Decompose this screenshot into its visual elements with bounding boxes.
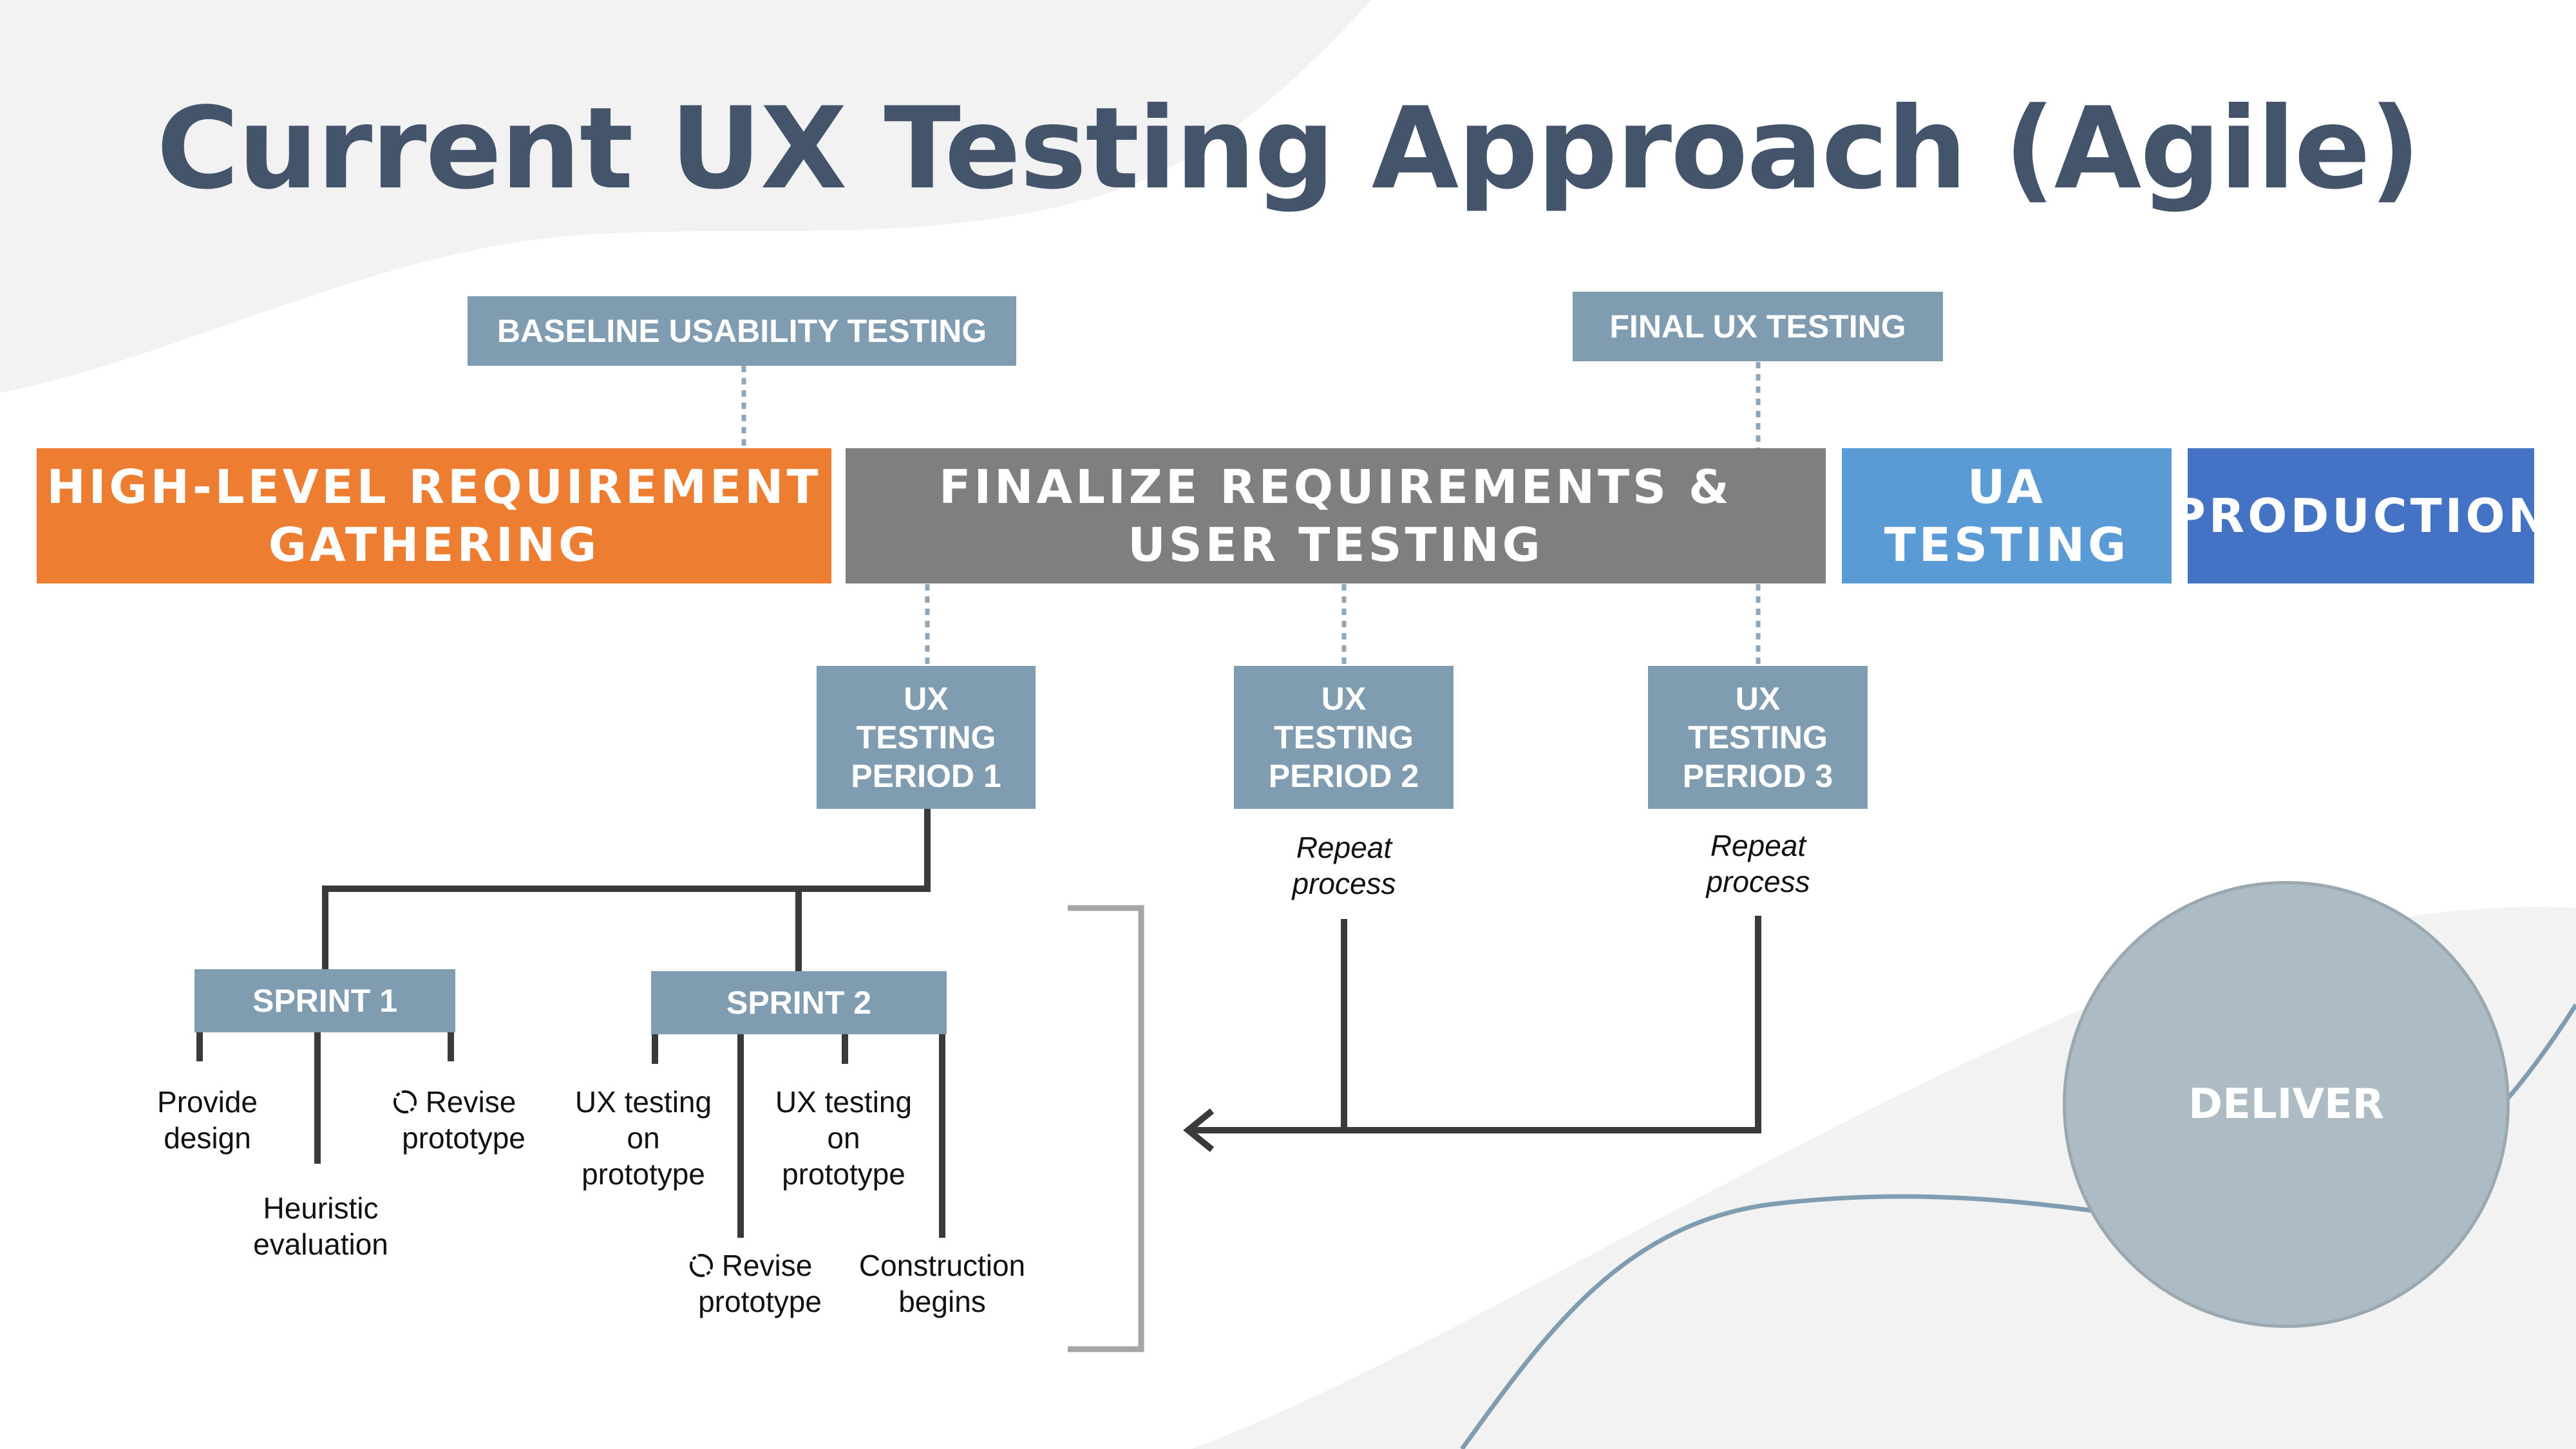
repeat2-line2: process xyxy=(1292,867,1396,900)
period3-repeat-line xyxy=(1191,916,1761,1133)
sprint-2-tag: SPRINT 2 xyxy=(651,971,947,1034)
period3-line1: UX xyxy=(1735,681,1781,717)
baseline-label: BASELINE USABILITY TESTING xyxy=(497,313,987,349)
top-left-blob xyxy=(0,0,1372,393)
period1-line2: TESTING xyxy=(856,719,996,755)
sprint-1-tag: SPRINT 1 xyxy=(194,969,455,1032)
period2-line3: PERIOD 2 xyxy=(1268,758,1419,794)
phase-production-label: PRODUCTION xyxy=(2172,489,2550,543)
period3-line3: PERIOD 3 xyxy=(1682,758,1833,794)
period2-line1: UX xyxy=(1321,681,1367,717)
final-ux-testing-tag: FINAL UX TESTING xyxy=(1573,292,1943,361)
ux-testing-on-prototype-note-a: UX testing on prototype xyxy=(547,1084,740,1192)
phase-requirements-line2: GATHERING xyxy=(268,518,600,572)
deliver-circle: DELIVER xyxy=(2063,881,2510,1328)
uxa-line1: UX testing xyxy=(574,1085,712,1119)
ux-testing-period-2: UX TESTING PERIOD 2 xyxy=(1234,666,1454,809)
baseline-usability-testing-tag: BASELINE USABILITY TESTING xyxy=(468,296,1016,366)
period1-tree-connector xyxy=(322,808,931,971)
ux-testing-period-3: UX TESTING PERIOD 3 xyxy=(1648,666,1868,809)
phase-finalize-line1: FINALIZE REQUIREMENTS & xyxy=(939,460,1732,514)
repeat-process-note-period3: Repeat process xyxy=(1662,828,1855,900)
phase-ua-testing: UA TESTING xyxy=(1842,448,2172,583)
period2-line2: TESTING xyxy=(1274,719,1414,755)
sprint1-revise-line2: prototype xyxy=(402,1121,526,1155)
uxb-line2: on xyxy=(827,1121,860,1155)
sprint1-revise-line1: Revise xyxy=(425,1085,516,1119)
uxa-line3: prototype xyxy=(582,1157,705,1191)
sprint1-revise-prototype-note: Revise prototype xyxy=(351,1084,557,1156)
provide-design-line2: design xyxy=(164,1121,251,1155)
deliver-label: DELIVER xyxy=(2188,1081,2384,1128)
phase-finalize-line2: USER TESTING xyxy=(1128,518,1544,572)
period1-line1: UX xyxy=(904,681,949,717)
ux-testing-period-1: UX TESTING PERIOD 1 xyxy=(817,666,1036,809)
phase-requirements-line1: HIGH-LEVEL REQUIREMENT xyxy=(46,460,822,514)
construction-line2: begins xyxy=(898,1285,986,1318)
cycle-arrows-icon xyxy=(393,1090,417,1113)
uxb-line3: prototype xyxy=(782,1157,905,1191)
phase-ua-label: UA TESTING xyxy=(1884,460,2130,572)
period3-line2: TESTING xyxy=(1688,719,1828,755)
sprint2-label: SPRINT 2 xyxy=(726,985,872,1021)
repeat3-line2: process xyxy=(1706,865,1810,898)
uxb-line1: UX testing xyxy=(775,1085,913,1119)
sprint2-revise-line1: Revise xyxy=(721,1249,813,1282)
repeat-process-note-period2: Repeat process xyxy=(1247,829,1441,902)
sprint2-revise-prototype-note: Revise prototype xyxy=(647,1247,853,1320)
heuristic-line2: evaluation xyxy=(253,1227,388,1261)
construction-begins-note: Construction begins xyxy=(839,1247,1045,1320)
phase-finalize-requirements: FINALIZE REQUIREMENTS & USER TESTING xyxy=(846,448,1826,583)
sprint2-revise-line2: prototype xyxy=(698,1285,822,1318)
construction-line1: Construction xyxy=(858,1249,1026,1282)
final-label: FINAL UX TESTING xyxy=(1609,308,1906,345)
phase-requirement-gathering: HIGH-LEVEL REQUIREMENT GATHERING xyxy=(37,448,831,583)
provide-design-note: Provide design xyxy=(111,1084,304,1156)
return-arrow-head xyxy=(1183,1108,1215,1152)
heuristic-evaluation-note: Heuristic evaluation xyxy=(224,1190,417,1262)
cycle-arrows-icon xyxy=(689,1254,713,1277)
repeat2-line1: Repeat xyxy=(1296,831,1392,864)
provide-design-line1: Provide xyxy=(157,1085,258,1119)
repeat3-line1: Repeat xyxy=(1710,829,1806,862)
phase-production: PRODUCTION xyxy=(2172,448,2547,583)
heuristic-line1: Heuristic xyxy=(263,1191,379,1225)
sprint-bracket xyxy=(1068,905,1144,1352)
uxa-line2: on xyxy=(627,1121,660,1155)
ux-testing-on-prototype-note-b: UX testing on prototype xyxy=(747,1084,940,1192)
sprint1-label: SPRINT 1 xyxy=(252,983,398,1019)
page-title: Current UX Testing Approach (Agile) xyxy=(156,84,2421,214)
period1-line3: PERIOD 1 xyxy=(851,758,1001,794)
